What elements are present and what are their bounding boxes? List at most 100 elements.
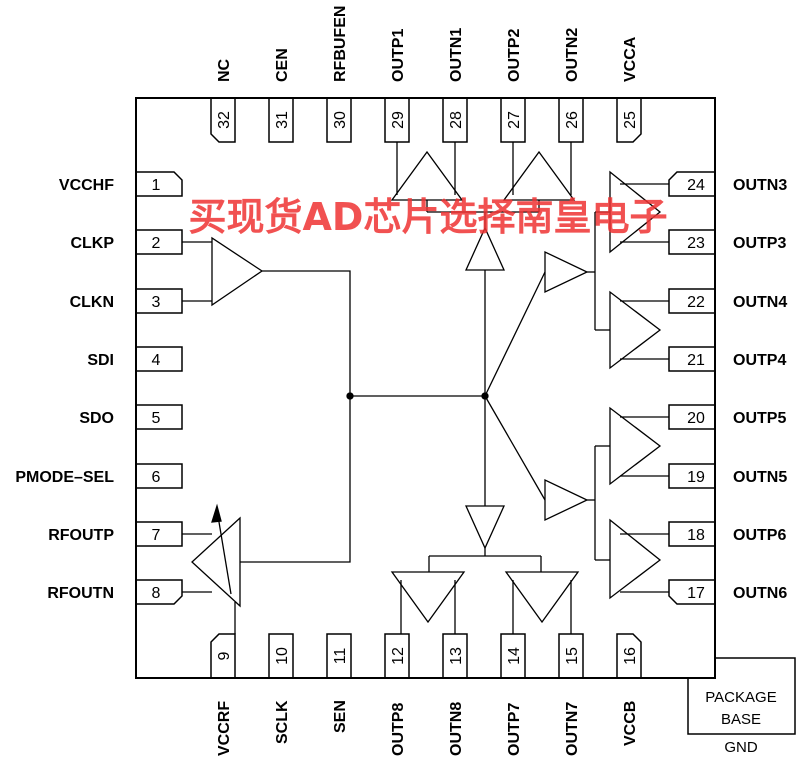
pin-9-number: 9: [216, 651, 233, 660]
pin-24-box: [668, 171, 715, 197]
bottom-pins: [210, 633, 642, 678]
chip-body: [135, 97, 716, 679]
lower-buffer: [464, 505, 506, 550]
out7-driver: [504, 571, 580, 624]
pin-2-number: 2: [152, 235, 161, 252]
pin-2-label: CLKP: [70, 235, 114, 252]
pin-7-label: RFOUTP: [48, 527, 114, 544]
pin-17-box: [668, 579, 715, 605]
pin-10-box: [268, 633, 294, 678]
pin-1-number: 1: [152, 177, 161, 194]
clock-input-amplifier: [211, 236, 264, 307]
pin-30-number: 30: [332, 111, 349, 129]
pin-24-number: 24: [687, 177, 705, 194]
pin-5-number: 5: [152, 410, 161, 427]
pin-31-label: CEN: [274, 48, 291, 82]
pin-28-label: OUTN1: [448, 28, 465, 82]
pin-10-label: SCLK: [274, 700, 291, 744]
pin-9-label: VCCRF: [216, 701, 233, 756]
out6-driver: [609, 518, 662, 600]
pin-26-label: OUTN2: [564, 28, 581, 82]
pin-22-number: 22: [687, 294, 705, 311]
out1-driver: [390, 150, 464, 201]
left-pin-labels: VCCHF CLKP CLKN SDI SDO PMODE–SEL RFOUTP…: [15, 177, 114, 602]
pin-29-label: OUTP1: [390, 29, 407, 82]
out3-driver: [609, 170, 662, 254]
pin-11-label: SEN: [332, 700, 349, 733]
pin-1-label: VCCHF: [59, 177, 114, 194]
watermark-text: 买现货AD芯片选择南皇电子: [189, 195, 668, 239]
upper-right-buffer: [544, 250, 589, 294]
rf-output-amplifier: [191, 516, 241, 608]
bottom-pin-labels: VCCRF SCLK SEN OUTP8 OUTN8 OUTP7 OUTN7 V…: [216, 700, 639, 756]
pin-27-label: OUTP2: [506, 29, 523, 82]
package-base-line2: BASE: [721, 711, 761, 728]
pin-17-label: OUTN6: [733, 585, 787, 602]
pin-15-number: 15: [564, 647, 581, 665]
pin-13-number: 13: [448, 647, 465, 665]
pin-14-number: 14: [506, 647, 523, 665]
pin-23-number: 23: [687, 235, 705, 252]
out4-driver: [609, 290, 662, 370]
pin-32-box: [210, 98, 236, 143]
right-pin-numbers: 24 23 22 21 20 19 18 17: [687, 177, 705, 602]
bottom-pin-numbers: 9 10 11 12 13 14 15 16: [216, 647, 639, 665]
pin-6-number: 6: [152, 469, 161, 486]
pin-23-label: OUTP3: [733, 235, 786, 252]
pin-16-box: [616, 633, 642, 678]
out5-driver: [609, 406, 662, 486]
pin-20-number: 20: [687, 410, 705, 427]
left-pins: [136, 171, 183, 605]
pin-26-number: 26: [564, 111, 581, 129]
pin-8-label: RFOUTN: [47, 585, 114, 602]
out2-driver: [502, 150, 576, 201]
pin-25-number: 25: [622, 111, 639, 129]
package-base-line1: PACKAGE: [705, 689, 776, 706]
pin-19-label: OUTN5: [733, 469, 787, 486]
pin-22-label: OUTN4: [733, 294, 787, 311]
pin-14-label: OUTP7: [506, 703, 523, 756]
pin-12-label: OUTP8: [390, 703, 407, 756]
left-pin-numbers: 1 2 3 4 5 6 7 8: [152, 177, 161, 602]
pin-12-box: [384, 633, 410, 678]
pin-28-number: 28: [448, 111, 465, 129]
top-pin-numbers: 32 31 30 29 28 27 26 25: [216, 111, 639, 129]
pin-10-number: 10: [274, 647, 291, 665]
pin-11-number: 11: [332, 648, 349, 665]
pin-30-box: [326, 98, 352, 143]
pin-3-number: 3: [152, 294, 161, 311]
pin-16-number: 16: [622, 647, 639, 665]
pin-18-number: 18: [687, 527, 705, 544]
pin-8-number: 8: [152, 585, 161, 602]
pin-30-label: RFBUFEN: [332, 6, 349, 82]
pin-5-label: SDO: [79, 410, 114, 427]
pin-15-label: OUTN7: [564, 702, 581, 756]
pin-12-number: 12: [390, 647, 407, 665]
pin-25-label: VCCA: [622, 36, 639, 82]
pin-20-label: OUTP5: [733, 410, 786, 427]
pin-19-number: 19: [687, 469, 705, 486]
pin-16-label: VCCB: [622, 701, 639, 746]
pin-9-box: [210, 633, 236, 678]
pin-13-label: OUTN8: [448, 702, 465, 756]
package-base: PACKAGE BASE GND: [687, 657, 796, 756]
pin-6-label: PMODE–SEL: [15, 469, 114, 486]
pin-21-number: 21: [687, 352, 705, 369]
pin-4-box: [136, 346, 183, 372]
pin-4-number: 4: [152, 352, 161, 369]
pin-32-number: 32: [216, 111, 233, 129]
pin-24-label: OUTN3: [733, 177, 787, 194]
pin-21-label: OUTP4: [733, 352, 786, 369]
pin-4-label: SDI: [87, 352, 114, 369]
pin-3-label: CLKN: [70, 294, 114, 311]
pin-5-box: [136, 404, 183, 430]
pin-29-number: 29: [390, 111, 407, 129]
upper-buffer: [464, 226, 506, 271]
pin-25-box: [616, 98, 642, 143]
pin-1-box: [136, 171, 183, 197]
pin-31-box: [268, 98, 294, 143]
package-gnd-label: GND: [724, 739, 758, 756]
pin-31-number: 31: [274, 111, 291, 129]
out8-driver: [390, 571, 466, 624]
pin-27-number: 27: [506, 111, 523, 129]
